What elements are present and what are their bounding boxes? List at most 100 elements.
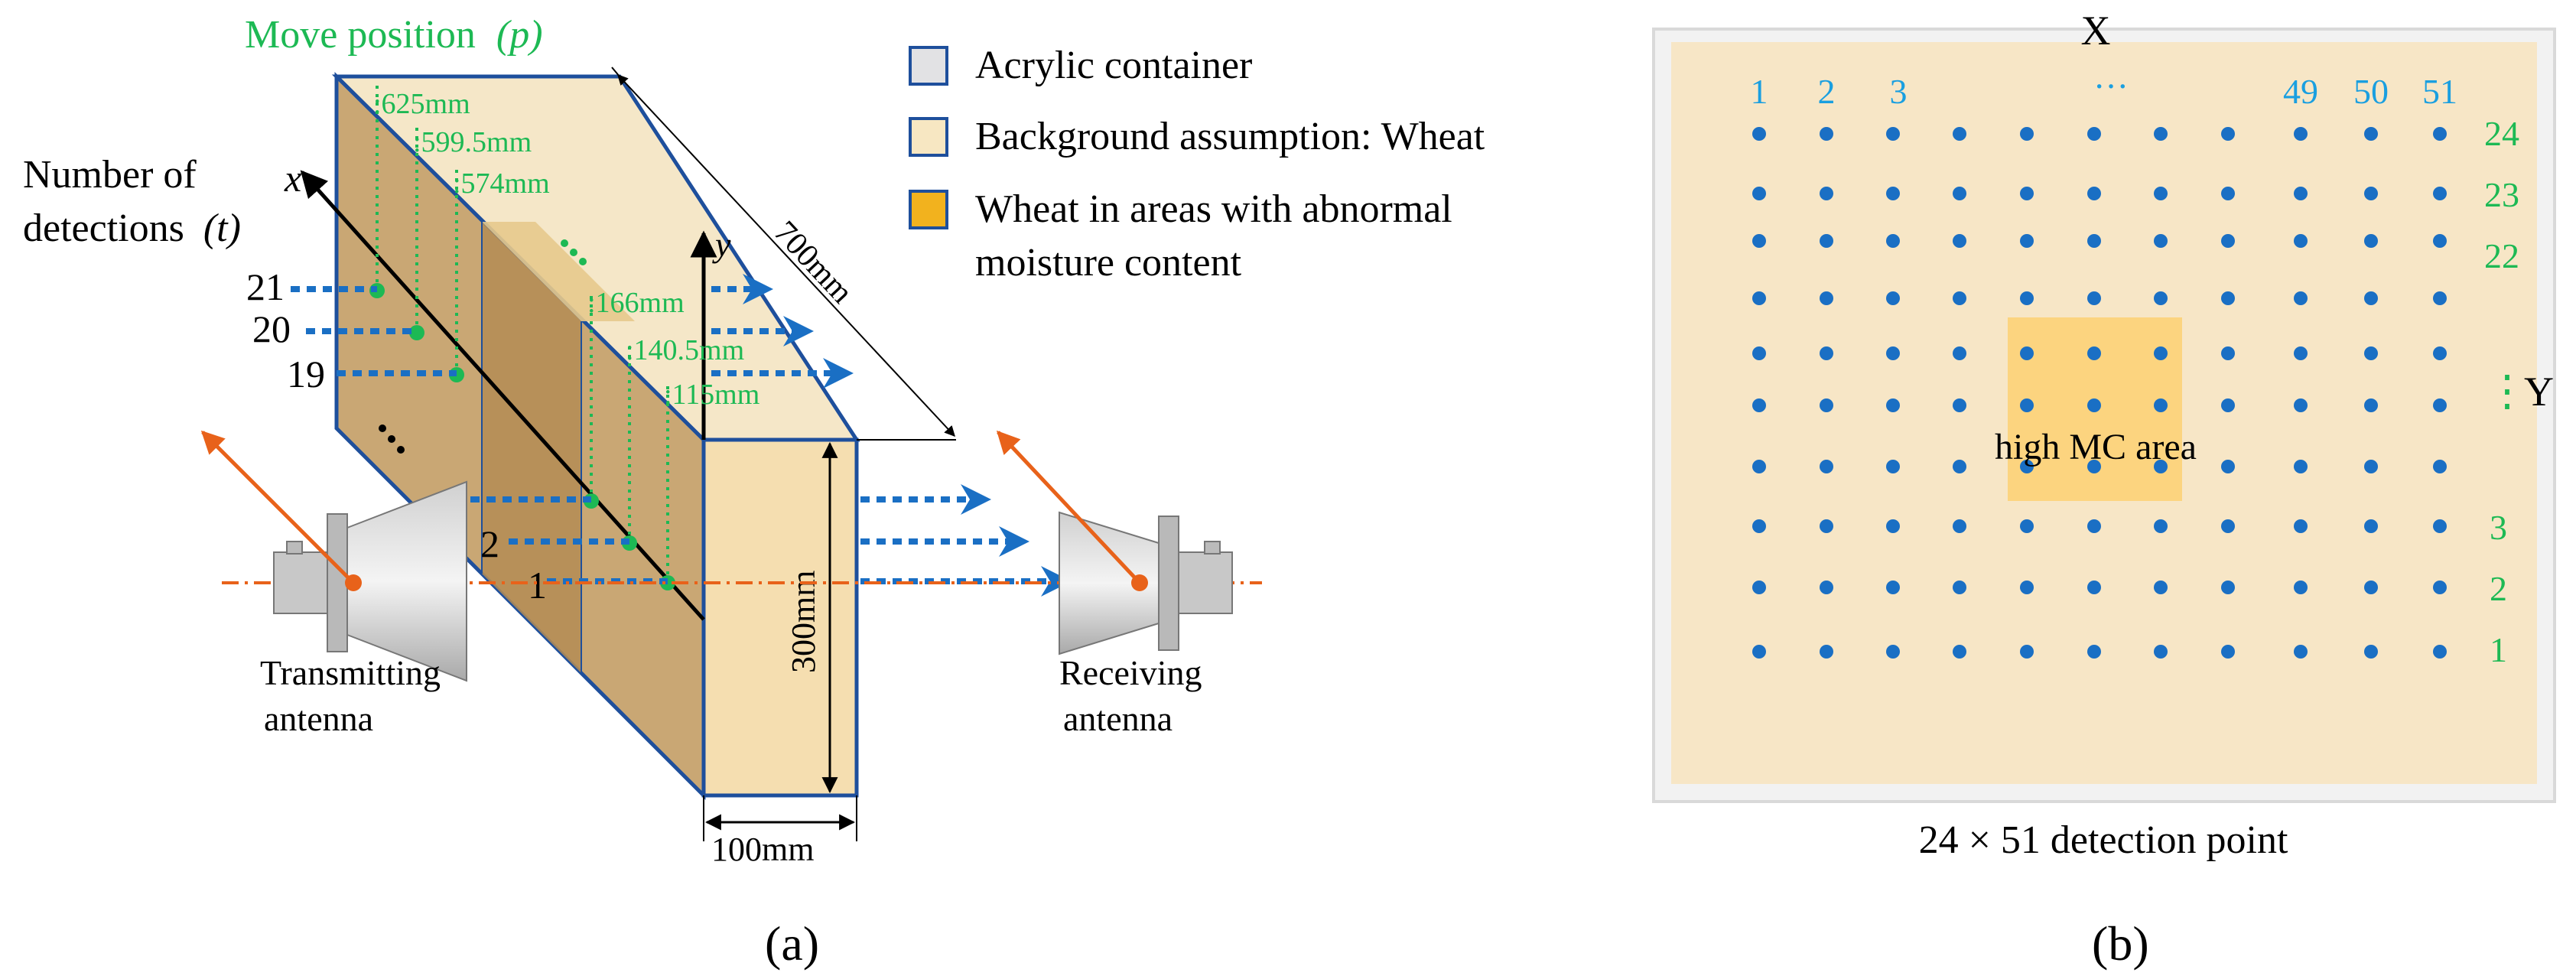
column-label: 50: [2353, 72, 2389, 111]
move-position-var: (p): [496, 13, 543, 57]
detection-point: [2364, 187, 2378, 200]
row-label: 2: [2490, 569, 2507, 608]
panel-a-label: (a): [765, 916, 819, 971]
detection-point: [2433, 291, 2447, 305]
detection-point: [2221, 398, 2235, 412]
abnormal-region-top: [482, 222, 635, 321]
row-label: 22: [2484, 236, 2519, 275]
column-label: 3: [1890, 72, 1908, 111]
detection-point: [2221, 187, 2235, 200]
detection-point: [1886, 645, 1900, 659]
box-front-face: [701, 437, 859, 798]
detection-number: 19: [287, 353, 325, 395]
grid-caption: 24 × 51 detection point: [1919, 818, 2288, 862]
detection-point: [2087, 460, 2101, 473]
position-label: :115mm: [664, 379, 759, 411]
detection-point: [1752, 346, 1766, 360]
detection-point: [2154, 460, 2168, 473]
x-axis-label-b: X: [2081, 8, 2111, 54]
legend-swatch-wheat: [909, 117, 948, 157]
detection-point: [2294, 234, 2308, 248]
detection-point: [2364, 291, 2378, 305]
detection-point: [2433, 127, 2447, 141]
detection-point: [2154, 187, 2168, 200]
position-label: :166mm: [587, 287, 685, 319]
detection-point: [2020, 581, 2034, 594]
row-ellipsis: ⋮: [2486, 368, 2529, 415]
detection-point: [2221, 581, 2235, 594]
detections-text: detections: [23, 207, 184, 250]
position-labels: :625mm :599.5mm :574mm :166mm :140.5mm :…: [373, 88, 759, 411]
detection-number: 1: [528, 564, 547, 607]
detection-point: [1953, 645, 1966, 659]
receiving-antenna-icon: [996, 430, 1233, 655]
column-label: 2: [1818, 72, 1836, 111]
transmitting-antenna-icon: [200, 430, 467, 682]
detection-point: [2154, 291, 2168, 305]
detection-point-grid: [1752, 127, 2447, 659]
detection-point: [2364, 581, 2378, 594]
detection-point: [2020, 346, 2034, 360]
detection-point: [2294, 519, 2308, 533]
legend-swatch-abnormal: [909, 190, 948, 229]
detection-point: [1752, 519, 1766, 533]
detection-point: [2433, 398, 2447, 412]
detection-point: [1820, 346, 1833, 360]
column-label: 49: [2283, 72, 2318, 111]
detection-point: [2221, 460, 2235, 473]
detection-point: [2154, 581, 2168, 594]
detection-point: [1820, 519, 1833, 533]
dimension-100mm: 100mm: [703, 795, 857, 868]
column-label: 1: [1751, 72, 1768, 111]
dimension-300mm: 300mm: [785, 441, 838, 794]
detection-point: [1953, 234, 1966, 248]
detection-point: [2433, 234, 2447, 248]
detection-point: [1752, 581, 1766, 594]
detection-point: [2087, 519, 2101, 533]
detection-point: [2020, 234, 2034, 248]
detection-point: [2364, 645, 2378, 659]
panel-b-label: (b): [2092, 916, 2149, 971]
position-label: :625mm: [373, 88, 470, 120]
detection-point: [2154, 645, 2168, 659]
detection-point: [1953, 398, 1966, 412]
detection-point: [2087, 187, 2101, 200]
detection-point: [2364, 234, 2378, 248]
column-label: 51: [2422, 72, 2457, 111]
detection-point: [1752, 291, 1766, 305]
detection-point: [1953, 127, 1966, 141]
detection-point: [1752, 127, 1766, 141]
position-label: :599.5mm: [413, 126, 532, 158]
detection-point: [1752, 398, 1766, 412]
detection-point: [2020, 460, 2034, 473]
detection-point: [2087, 645, 2101, 659]
detection-point: [1953, 291, 1966, 305]
detection-number: 2: [480, 522, 499, 565]
detection-point: [1886, 346, 1900, 360]
top-face-ellipsis: [561, 239, 587, 265]
detection-point: [1953, 187, 1966, 200]
panel-a: 700mm 300mm 100mm x y: [23, 13, 1485, 971]
detection-point: [2433, 346, 2447, 360]
detection-number: 20: [252, 307, 291, 350]
detection-point: [1953, 581, 1966, 594]
y-axis-label-b: Y: [2524, 369, 2554, 415]
detection-point: [2433, 519, 2447, 533]
row-label: 3: [2490, 508, 2507, 547]
legend-item: Acrylic container: [975, 44, 1252, 87]
y-axis-label: y: [712, 225, 731, 264]
detection-point: [2221, 519, 2235, 533]
x-axis-label: x: [284, 157, 301, 200]
transmitting-label-line1: Transmitting: [260, 653, 441, 692]
legend-item: Wheat in areas with abnormal: [975, 187, 1452, 231]
detection-point: [1886, 519, 1900, 533]
detections-label-line1: Number of: [23, 153, 197, 197]
detection-point: [2020, 398, 2034, 412]
detection-point: [2087, 234, 2101, 248]
dim-300-label: 300mm: [785, 571, 822, 673]
position-guides: [376, 84, 669, 583]
detection-point: [2221, 346, 2235, 360]
detection-point: [2294, 187, 2308, 200]
panel-b: X 1 2 3 ··· 49 50 51 24 23 22 ⋮ 3 2 1 Y …: [1652, 8, 2556, 971]
